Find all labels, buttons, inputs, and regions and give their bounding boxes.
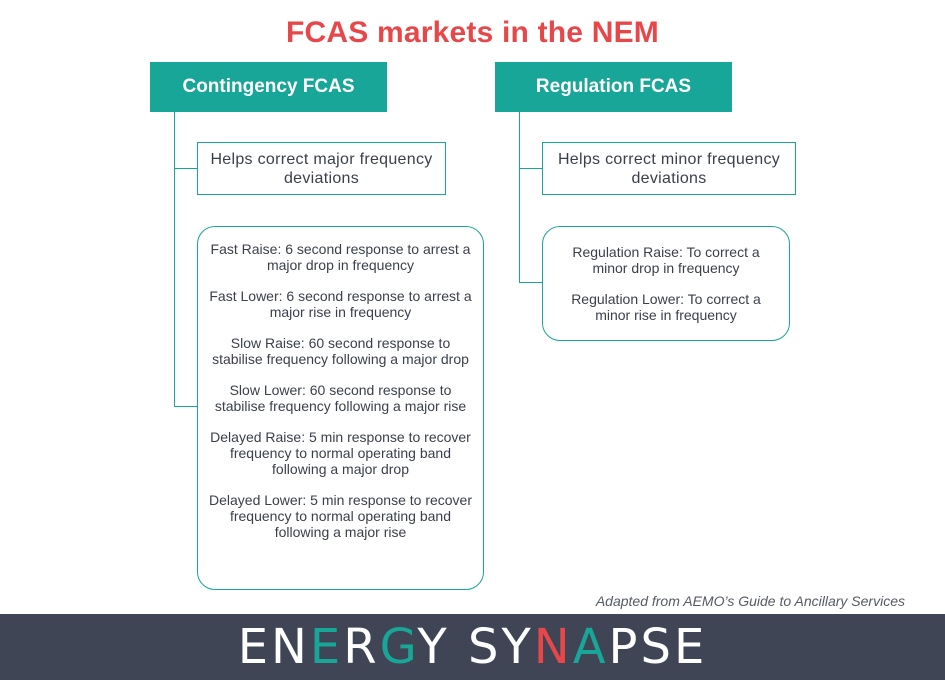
regulation-header-label: Regulation FCAS [535,76,692,97]
list-item: Slow Lower: 60 second response to stabil… [214,382,467,414]
regulation-branch-line-summary [519,168,543,170]
regulation-summary-box: Helps correct minor frequency deviations [542,142,796,195]
contingency-services-box: Fast Raise: 6 second response to arrest … [197,226,484,590]
energy-synapse-logo: ENERGY SYNAPSE [237,619,708,675]
regulation-trunk-line [519,112,521,283]
contingency-trunk-line [174,112,176,407]
regulation-branch-line-list [519,282,543,284]
source-caption: Adapted from AEMO’s Guide to Ancillary S… [595,593,905,609]
footer-bar: ENERGY SYNAPSE [0,614,945,680]
list-item: Fast Lower: 6 second response to arrest … [209,288,472,320]
list-item: Slow Raise: 60 second response to stabil… [212,335,469,367]
contingency-summary-box: Helps correct major frequency deviations [197,142,446,195]
regulation-header: Regulation FCAS [495,62,732,112]
contingency-header: Contingency FCAS [150,62,387,112]
regulation-services-box: Regulation Raise: To correct a minor dro… [542,226,790,341]
contingency-branch-line-list [174,406,198,408]
list-item: Delayed Lower: 5 min response to recover… [208,492,473,540]
regulation-summary-text: Helps correct minor frequency deviations [557,150,781,187]
list-item: Regulation Raise: To correct a minor dro… [572,244,760,276]
diagram-title: FCAS markets in the NEM [285,16,659,49]
list-item: Delayed Raise: 5 min response to recover… [210,429,471,477]
contingency-branch-line-summary [174,168,198,170]
contingency-header-label: Contingency FCAS [182,76,355,97]
list-item: Regulation Lower: To correct a minor ris… [571,291,761,323]
list-item: Fast Raise: 6 second response to arrest … [210,241,471,273]
contingency-summary-text: Helps correct major frequency deviations [210,150,433,187]
